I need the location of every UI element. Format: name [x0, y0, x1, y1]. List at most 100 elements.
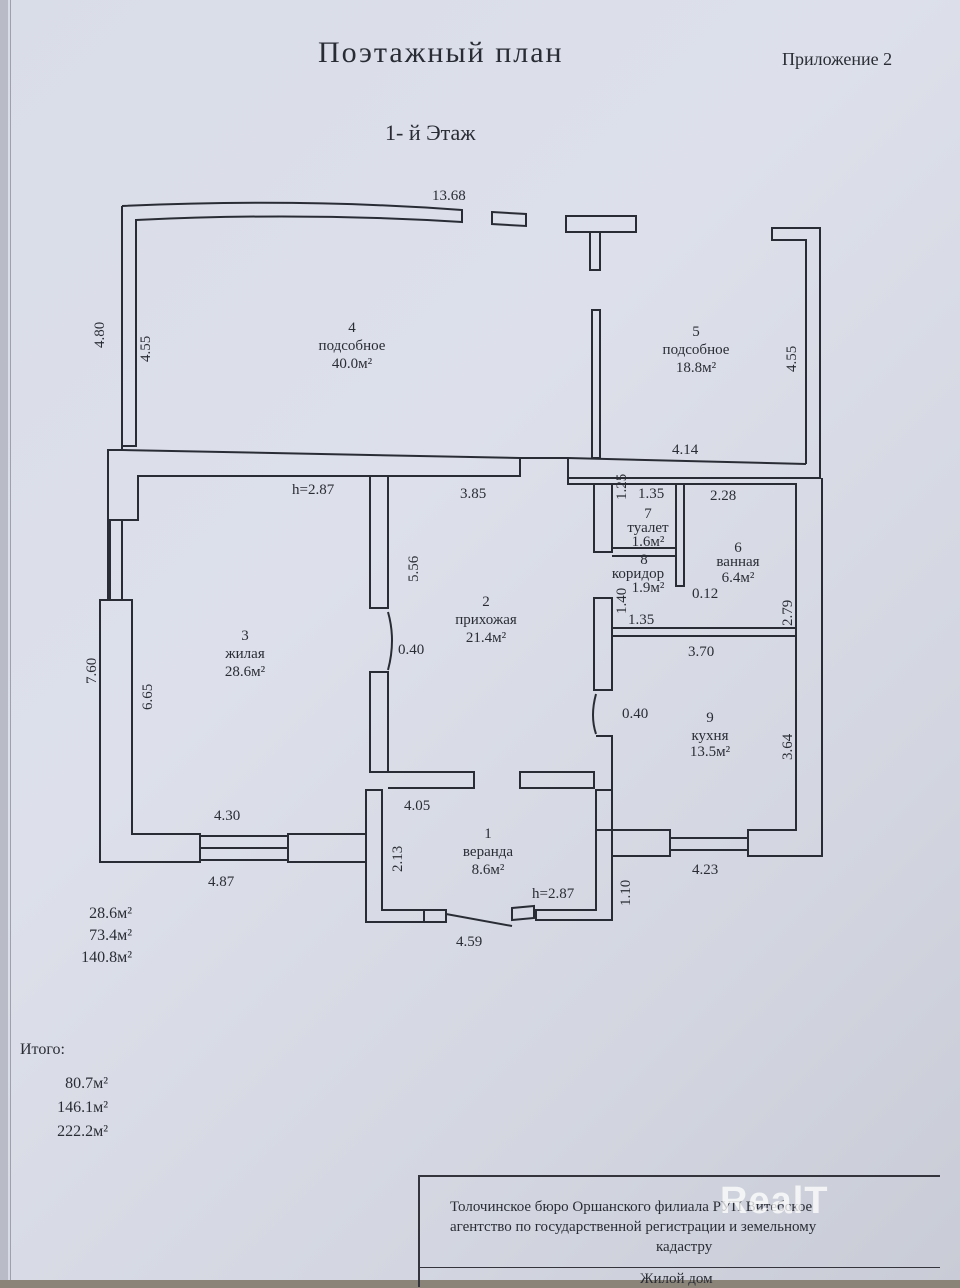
room-name: подсобное [319, 338, 386, 354]
stamp-line-2: агентство по государственной регистрации… [450, 1219, 817, 1235]
dim-veranda-h: 2.13 [390, 846, 406, 872]
wall-living-window [200, 835, 288, 861]
room-area: 40.0м² [332, 356, 373, 372]
dim-veranda-top: 4.05 [404, 798, 430, 814]
room-area: 1.9м² [632, 580, 665, 596]
dim-hall-height: 5.56 [406, 555, 422, 582]
wall-living-left [99, 520, 201, 863]
floor-total-3: 140.8м² [81, 949, 132, 966]
stamp-line-3: кадастру [656, 1239, 713, 1255]
floor-total-2: 73.4м² [89, 927, 132, 944]
wall-corr-left [593, 597, 613, 691]
room-name: коридор [612, 566, 664, 582]
dim-left-outer: 4.80 [92, 322, 108, 348]
dim-bath-h: 2.79 [780, 600, 796, 626]
veranda-window-2 [511, 904, 535, 922]
wall-top-bottom [121, 449, 521, 459]
room-6: 6 ванная 6.4м² [716, 540, 759, 586]
appendix-label: Приложение 2 [782, 49, 893, 69]
dim-left-inner-top: 4.55 [138, 336, 154, 362]
grand-total-2: 146.1м² [57, 1099, 108, 1116]
dim-kitchen-h: 3.64 [780, 733, 796, 760]
room-name: жилая [224, 646, 265, 662]
dim-door-right: 0.40 [622, 706, 648, 722]
room-area: 13.5м² [690, 744, 731, 760]
dim-door-left: 0.40 [398, 642, 424, 658]
grand-total-3: 222.2м² [57, 1123, 108, 1140]
dim-corr-w: 1.35 [628, 612, 654, 628]
veranda-glass [445, 913, 513, 927]
room-4: 4 подсобное 40.0м² [319, 320, 386, 372]
dim-kitchen-outer-w: 4.23 [692, 862, 718, 878]
dim-veranda-outer-w: 4.59 [456, 934, 482, 950]
wall-kitchen-left [596, 735, 613, 831]
dim-living-h: 6.65 [140, 684, 156, 710]
dim-bath-w: 2.28 [710, 488, 736, 504]
dim-left-outer-bottom: 7.60 [84, 658, 100, 684]
dim-kitchen-w: 3.70 [688, 644, 714, 660]
room-8: 8 коридор 1.9м² [612, 552, 665, 596]
wall-right-block [567, 478, 823, 857]
room-number: 2 [482, 594, 490, 610]
room-number: 7 [644, 506, 652, 522]
dim-wc-w: 1.35 [638, 486, 664, 502]
room-area: 28.6м² [225, 664, 266, 680]
veranda-window-1 [423, 909, 447, 923]
grand-total-1: 80.7м² [65, 1075, 108, 1092]
room-name: прихожая [455, 612, 517, 628]
floor-label: 1- й Этаж [385, 120, 476, 145]
room-area: 18.8м² [676, 360, 717, 376]
room-area: 8.6м² [472, 862, 505, 878]
room-number: 1 [484, 826, 492, 842]
dim-living-w: 4.30 [214, 808, 240, 824]
stamp-divider [420, 1267, 940, 1268]
dim-living-outer-w: 4.87 [208, 874, 235, 890]
dim-right-inner-top: 4.55 [784, 346, 800, 372]
room-7: 7 туалет 1.6м² [627, 506, 669, 550]
wall-living-hall-bottom [369, 671, 389, 773]
dim-hall-width: 3.85 [460, 486, 486, 502]
wall-top-curve [121, 201, 463, 447]
room-1: 1 веранда 8.6м² [463, 826, 513, 878]
room-number: 6 [734, 540, 742, 556]
sheet-edge [0, 0, 8, 1280]
room-5: 5 подсобное 18.8м² [663, 324, 730, 376]
room-name: подсобное [663, 342, 730, 358]
page-title: Поэтажный план [318, 36, 564, 69]
room-3: 3 жилая 28.6м² [224, 628, 265, 680]
wall-living-bottom-right [287, 833, 367, 863]
room-area: 6.4м² [722, 570, 755, 586]
room-area: 1.6м² [632, 534, 665, 550]
title-block: Толочинское бюро Оршанского филиала РУП … [418, 1175, 940, 1287]
wall-kitchen-bottom [612, 829, 671, 857]
room-2: 2 прихожая 21.4м² [455, 594, 517, 646]
room-name: туалет [627, 520, 669, 536]
room-9: 9 кухня 13.5м² [690, 710, 731, 760]
floor-total-1: 28.6м² [89, 905, 132, 922]
dim-h-left: h=2.87 [292, 482, 335, 498]
dim-corr-h: 1.40 [614, 588, 630, 614]
room-number: 3 [241, 628, 249, 644]
dim-mid-right: 4.14 [672, 442, 699, 458]
room-name: веранда [463, 844, 513, 860]
room-number: 5 [692, 324, 700, 340]
dim-bath-gap: 0.12 [692, 586, 718, 602]
room-number: 4 [348, 320, 356, 336]
grand-total-label: Итого: [20, 1041, 65, 1058]
dim-h-veranda: h=2.87 [532, 886, 575, 902]
room-number: 8 [640, 552, 648, 568]
wall-divider-5 [591, 309, 601, 459]
room-name: кухня [691, 728, 728, 744]
dim-top-width: 13.68 [432, 188, 466, 204]
wall-bath-left [675, 483, 685, 587]
wall-corr-kitchen [611, 627, 797, 637]
wall-top-outer [107, 206, 821, 521]
door-kitchen-arc [592, 693, 597, 735]
wall-living-hall-top [369, 475, 389, 609]
wall-left-window-gap [109, 520, 123, 600]
wall-hall-bottom-right [519, 771, 595, 789]
room-area: 21.4м² [466, 630, 507, 646]
stamp-line-1: Толочинское бюро Оршанского филиала РУП … [450, 1199, 813, 1215]
dim-veranda-outer-h: 1.10 [618, 880, 634, 906]
